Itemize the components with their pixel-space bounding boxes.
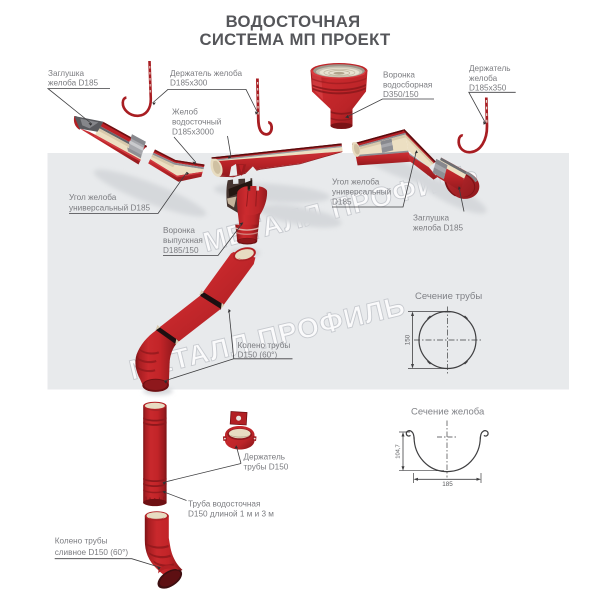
svg-text:Угол желоба: Угол желоба [332,178,380,187]
svg-text:Заглушка: Заглушка [48,69,85,78]
svg-text:Колено трубы: Колено трубы [238,341,291,350]
svg-text:Колено трубы: Колено трубы [55,537,108,546]
svg-text:желоба: желоба [469,74,498,83]
svg-text:Угол желоба: Угол желоба [69,193,117,202]
svg-text:трубы D150: трубы D150 [244,462,289,471]
svg-text:сливное D150 (60°): сливное D150 (60°) [55,548,129,557]
svg-text:D150 длиной 1 м и 3 м: D150 длиной 1 м и 3 м [188,510,274,519]
svg-text:D185х350: D185х350 [469,83,507,92]
svg-text:Труба водосточная: Труба водосточная [188,500,260,509]
svg-text:D150 (60°): D150 (60°) [238,351,278,360]
svg-text:Сечение трубы: Сечение трубы [415,291,482,302]
svg-text:Воронка: Воронка [163,226,195,235]
svg-text:Держатель: Держатель [244,453,285,462]
svg-text:Заглушка: Заглушка [413,214,450,223]
svg-text:желоба D185: желоба D185 [413,223,464,232]
svg-text:D350/150: D350/150 [383,90,419,99]
svg-text:185: 185 [442,481,453,488]
svg-text:СИСТЕМА МП ПРОЕКТ: СИСТЕМА МП ПРОЕКТ [199,30,391,49]
svg-text:D185х3000: D185х3000 [172,128,214,137]
svg-text:водосборная: водосборная [383,81,432,90]
svg-text:D185: D185 [332,197,352,206]
svg-text:Держатель желоба: Держатель желоба [170,69,242,78]
svg-text:Желоб: Желоб [172,108,198,117]
svg-text:выпускная: выпускная [163,236,203,245]
svg-text:D185х300: D185х300 [170,79,208,88]
svg-text:универсальный D185: универсальный D185 [69,204,151,213]
svg-text:желоба D185: желоба D185 [48,79,99,88]
svg-text:D185/150: D185/150 [163,246,199,255]
svg-text:водосточный: водосточный [172,118,221,127]
svg-text:104,7: 104,7 [396,444,402,459]
svg-text:150: 150 [405,334,412,345]
svg-text:Держатель: Держатель [469,64,510,73]
svg-text:универсальный: универсальный [332,188,391,197]
svg-text:Сечение желоба: Сечение желоба [411,407,485,418]
svg-text:Воронка: Воронка [383,71,415,80]
svg-text:ВОДОСТОЧНАЯ: ВОДОСТОЧНАЯ [226,12,361,31]
